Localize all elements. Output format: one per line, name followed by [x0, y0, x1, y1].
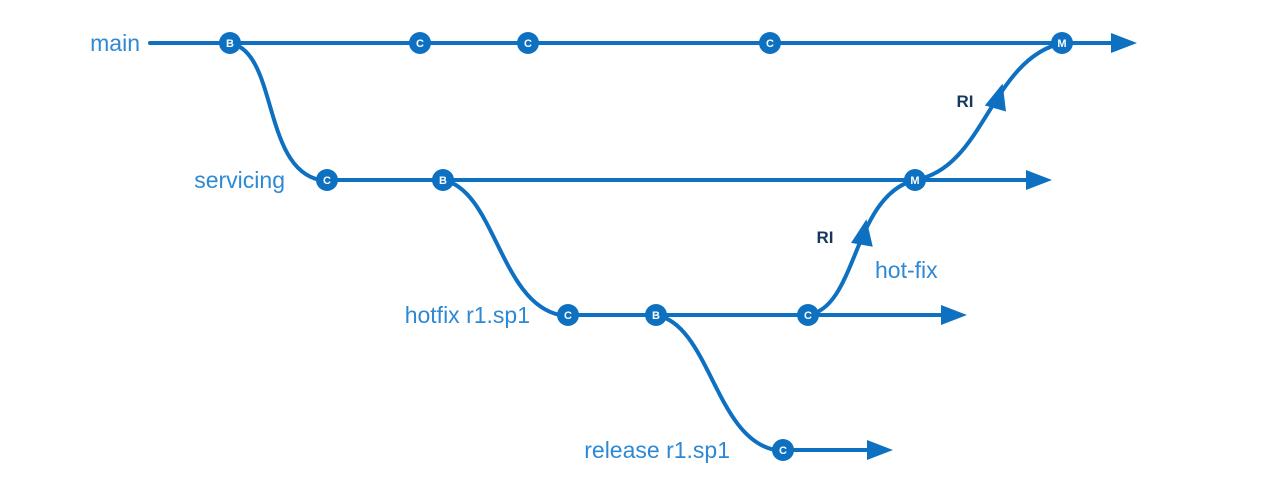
- commit-node-servicing-commit: C: [316, 169, 338, 191]
- svg-text:B: B: [439, 175, 447, 187]
- svg-text:C: C: [804, 310, 812, 322]
- release-branch-label: release r1.sp1: [584, 437, 730, 463]
- commit-node-main-commit1: C: [409, 32, 431, 54]
- servicing-branch-label: servicing: [194, 167, 285, 193]
- servicing-to-hotfix-branch-curve: [441, 178, 562, 317]
- svg-text:C: C: [779, 445, 787, 457]
- commit-node-hotfix-commit2: C: [797, 304, 819, 326]
- hotfix-merge-label: hot-fix: [875, 257, 938, 283]
- commit-node-servicing-merge: M: [904, 169, 926, 191]
- servicing-to-main-merge-curve: [913, 41, 1064, 182]
- hotfix-branch-label: hotfix r1.sp1: [405, 302, 530, 328]
- main-branch-arrow-icon: [1111, 33, 1137, 53]
- commit-node-servicing-branch: B: [432, 169, 454, 191]
- commit-node-hotfix-branch: B: [645, 304, 667, 326]
- commit-node-main-commit2: C: [517, 32, 539, 54]
- main-branch-label: main: [90, 30, 140, 56]
- commit-node-main-branch: B: [219, 32, 241, 54]
- svg-text:M: M: [910, 175, 919, 187]
- ri-annotation-servicing-merge: RI: [817, 228, 834, 247]
- svg-text:C: C: [323, 175, 331, 187]
- commit-node-main-commit3: C: [759, 32, 781, 54]
- svg-text:B: B: [652, 310, 660, 322]
- svg-text:C: C: [766, 38, 774, 50]
- hotfix-to-servicing-merge-curve: [806, 178, 917, 317]
- svg-text:C: C: [524, 38, 532, 50]
- commit-node-main-merge: M: [1051, 32, 1073, 54]
- release-branch-arrow-icon: [867, 440, 893, 460]
- hotfix-to-release-branch-curve: [654, 313, 777, 452]
- hotfix-branch-arrow-icon: [941, 305, 967, 325]
- servicing-branch-arrow-icon: [1026, 170, 1052, 190]
- commit-node-hotfix-commit1: C: [557, 304, 579, 326]
- hotfix-merge-up-arrow-icon: [851, 219, 873, 247]
- servicing-merge-up-arrow-icon: [984, 83, 1006, 112]
- svg-text:C: C: [564, 310, 572, 322]
- ri-annotation-main-merge: RI: [957, 92, 974, 111]
- main-to-servicing-branch-curve: [228, 41, 322, 182]
- svg-text:B: B: [226, 38, 234, 50]
- svg-text:C: C: [416, 38, 424, 50]
- svg-text:M: M: [1057, 38, 1066, 50]
- commit-node-release-commit: C: [772, 439, 794, 461]
